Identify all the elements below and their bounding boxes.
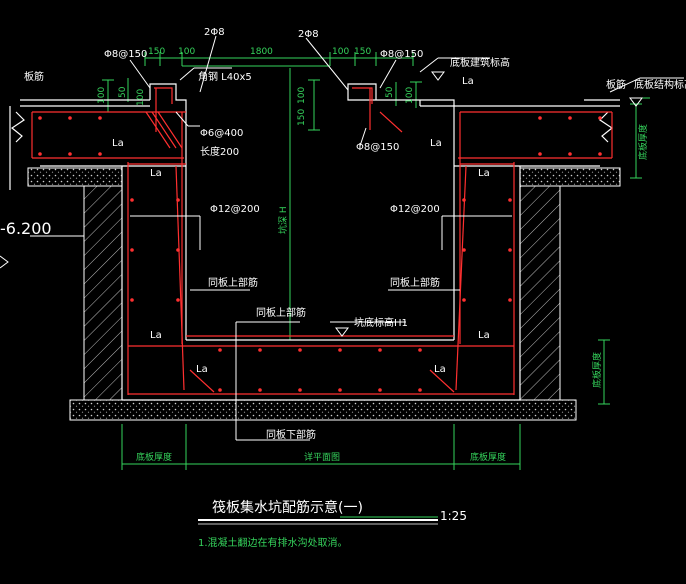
rebar-dots (38, 116, 602, 392)
label-d8-150-lower: Φ8@150 (356, 142, 399, 153)
gravel-cushion-right (519, 167, 621, 187)
gravel-cushion-left (27, 167, 123, 187)
label-la-6: La (196, 364, 208, 375)
label-la-5: La (478, 330, 490, 341)
label-d12-right: Φ12@200 (390, 204, 440, 215)
drawing-note: 1.混凝土翻边在有排水沟处取消。 (198, 536, 348, 549)
body-labels: La La La La La La La La La Φ12@200 Φ12@2… (0, 76, 603, 441)
dim-100-v1: 100 (97, 87, 107, 104)
soil-hatch-left (83, 185, 123, 401)
dim-bottom-right: 底板厚度 (470, 451, 506, 463)
label-same-top-left: 同板上部筋 (208, 276, 258, 289)
label-la-7: La (434, 364, 446, 375)
label-2d8-left: 2Φ8 (204, 27, 225, 38)
label-d6-400: Φ6@400 (200, 128, 243, 139)
dim-150-right: 150 (354, 47, 371, 57)
leader-lines (0, 35, 684, 441)
dim-100-v4: 100 (405, 87, 415, 104)
dim-bottom-left: 底板厚度 (136, 451, 172, 463)
label-same-bottom: 同板下部筋 (266, 428, 316, 441)
drawing-title: 筏板集水坑配筋示意(一) (212, 499, 363, 516)
label-same-top-mid: 同板上部筋 (256, 306, 306, 319)
dim-100-left: 100 (178, 47, 195, 57)
label-la-1: La (112, 138, 124, 149)
label-thickness-side: 底板厚度 (591, 352, 603, 388)
drawing-scale: 1:25 (440, 509, 467, 523)
label-floor-left: 板筋 (24, 70, 44, 83)
label-d8-150-right: Φ8@150 (380, 49, 423, 60)
dim-100-right: 100 (332, 47, 349, 57)
label-elevation: -6.200 (0, 219, 52, 238)
top-labels: 2Φ8 2Φ8 Φ8@150 Φ8@150 Φ8@150 150 100 180… (24, 27, 686, 234)
label-pit-elev: 坑底标高H1 (354, 316, 408, 329)
label-la-top-right: La (462, 76, 474, 87)
dim-100-v2: 100 (136, 89, 146, 106)
label-length-200: 长度200 (200, 145, 239, 158)
label-d8-150-left: Φ8@150 (104, 49, 147, 60)
label-la-2: La (150, 168, 162, 179)
dim-50-v: 50 (118, 86, 128, 98)
label-angle-steel: 角钢 L40x5 (198, 70, 252, 83)
label-la-3: La (478, 168, 490, 179)
dim-50-v2: 50 (385, 86, 395, 98)
dim-1800: 1800 (250, 47, 273, 57)
gravel-cushion-bottom (69, 399, 577, 421)
label-d12-left: Φ12@200 (210, 204, 260, 215)
label-la-4: La (150, 330, 162, 341)
soil-hatch-right (519, 185, 561, 401)
dim-bottom-center: 详平面图 (304, 451, 340, 463)
dim-100-v3: 100 (297, 87, 307, 104)
label-struct-elev: 底板结构标高 (634, 78, 686, 91)
label-depth-h: 坑深 H (277, 206, 289, 234)
bottom-dim-labels: 底板厚度 详平面图 底板厚度 (136, 451, 506, 463)
dim-150-v: 150 (297, 109, 307, 126)
label-same-top-right: 同板上部筋 (390, 276, 440, 289)
label-thickness-right: 底板厚度 (637, 124, 649, 160)
rebar-layout (31, 87, 613, 395)
label-floor-right: 板筋 (606, 78, 626, 91)
label-la-8: La (430, 138, 442, 149)
dim-150-left: 150 (148, 47, 165, 57)
elevation-markers (335, 71, 643, 337)
label-finish-elev: 底板建筑标高 (450, 56, 510, 69)
label-2d8-right: 2Φ8 (298, 29, 319, 40)
